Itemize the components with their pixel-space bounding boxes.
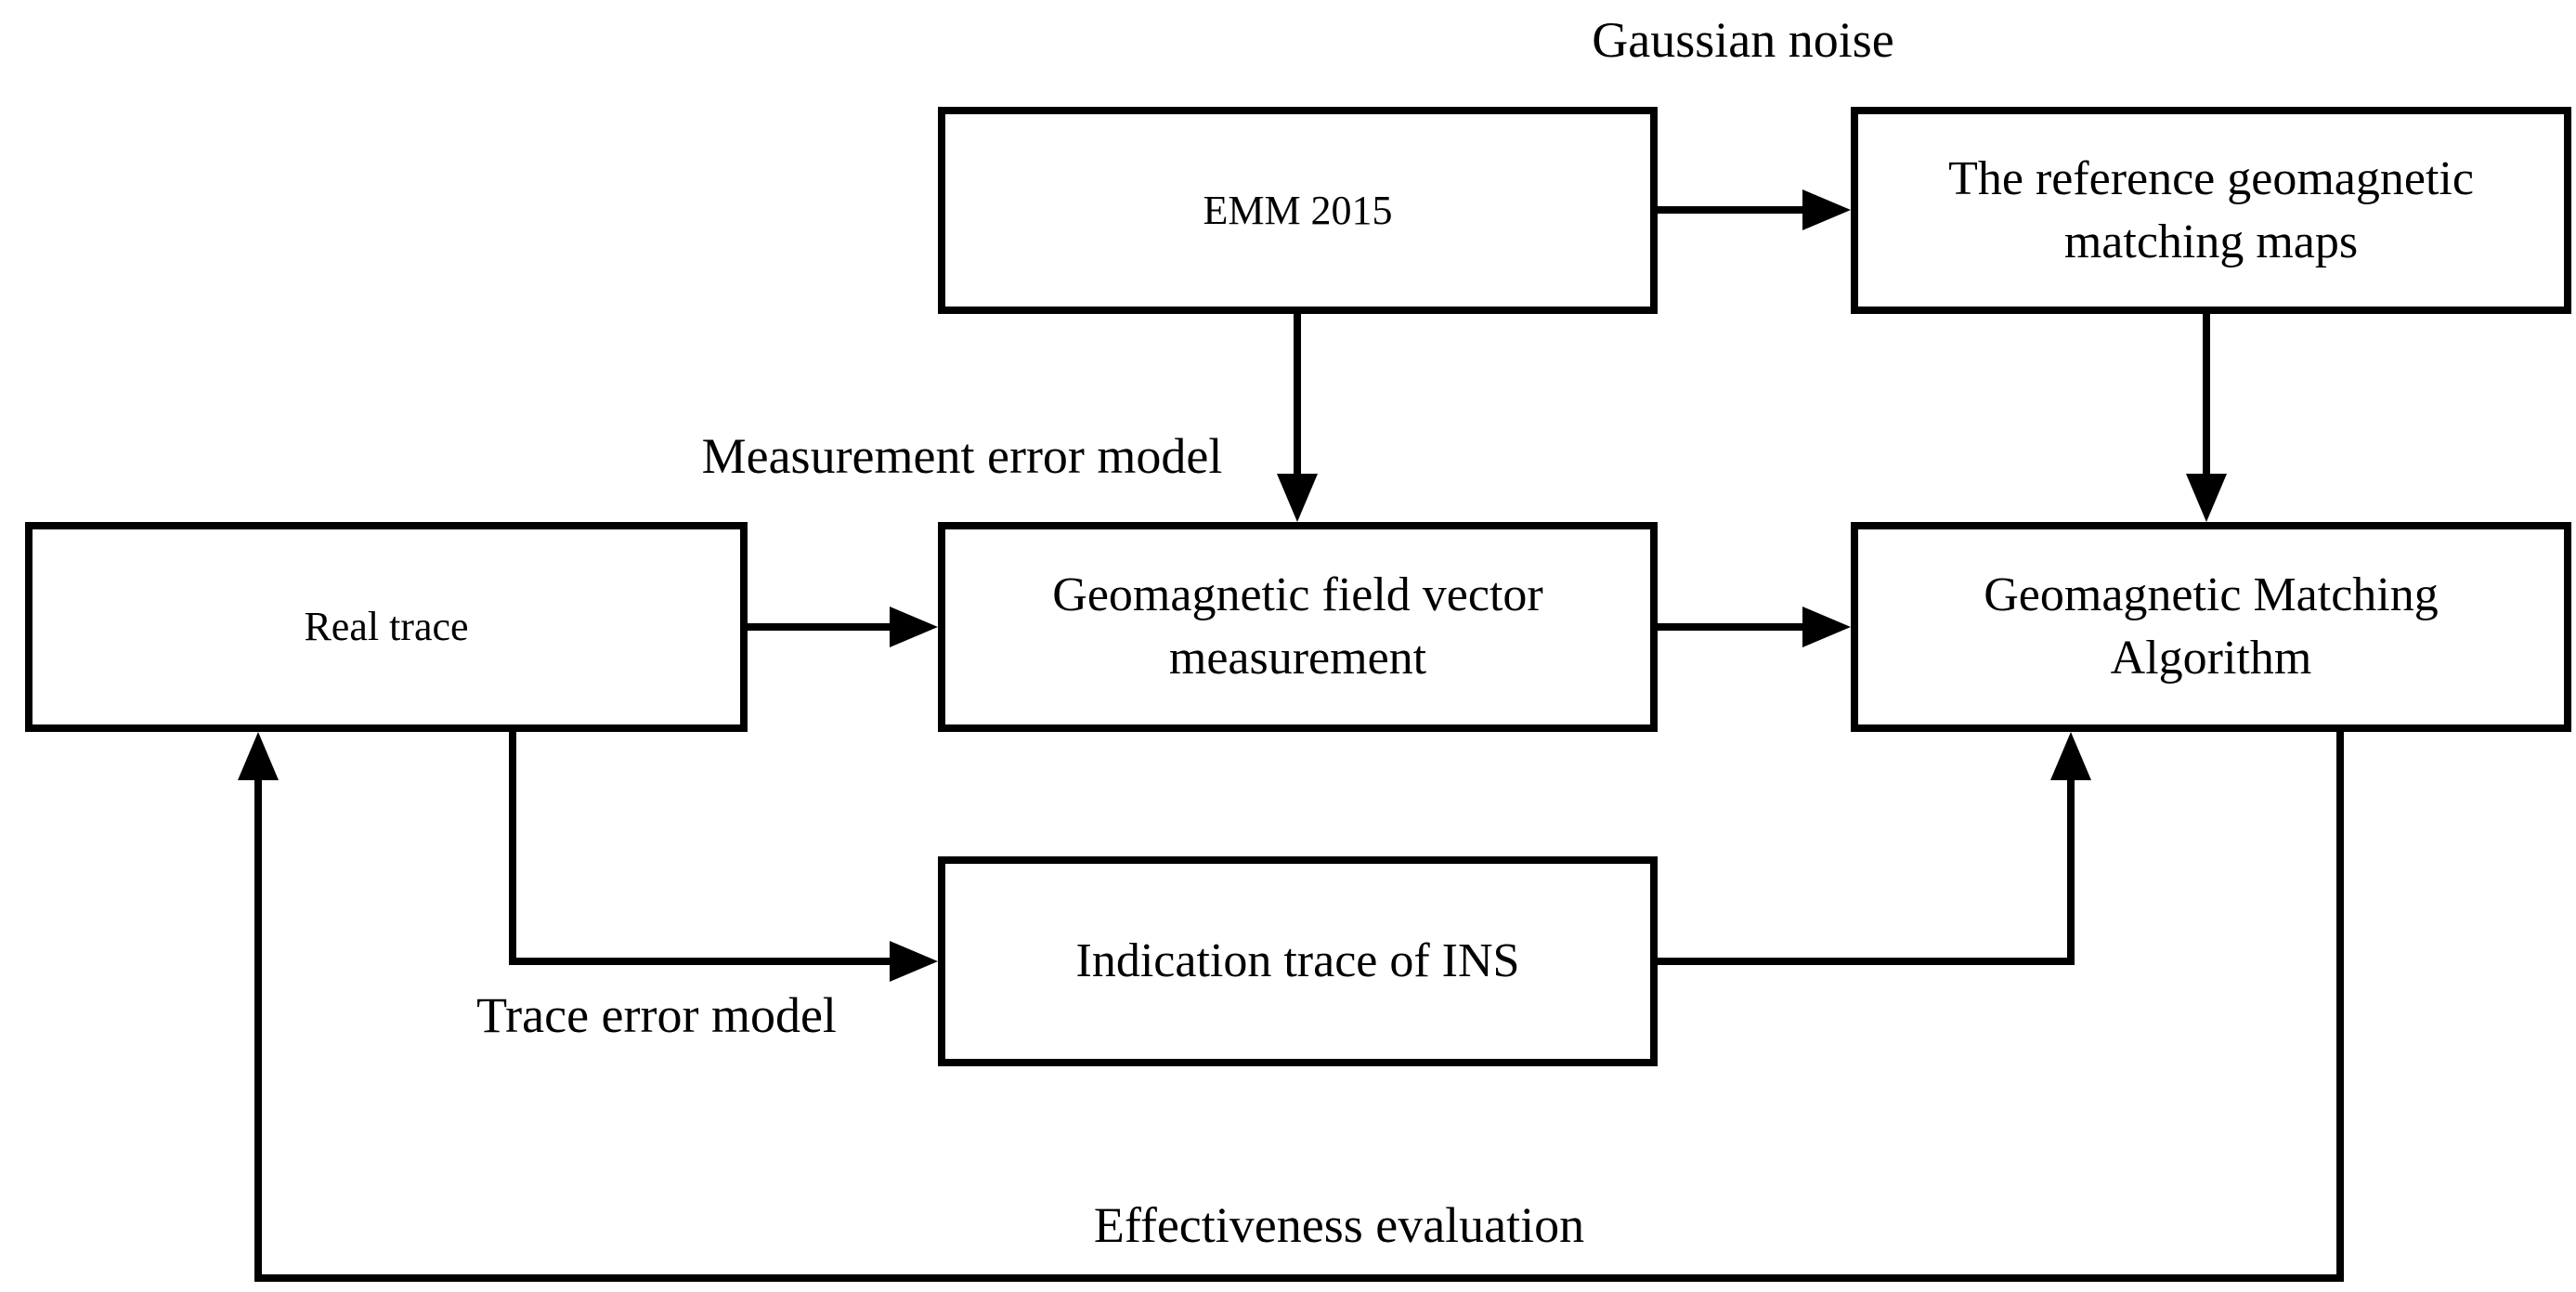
arrow-realtrace-to-instrace (509, 730, 938, 982)
node-reference-geomagnetic-maps: The reference geomagnetic matching maps (1851, 107, 2571, 314)
node-real-trace: Real trace (25, 522, 748, 732)
edge-label-trace-error-model: Trace error model (476, 987, 837, 1043)
arrow-emm-to-fieldmeas (1277, 314, 1318, 522)
node-emm-2015: EMM 2015 (938, 107, 1658, 314)
arrow-fieldmeas-to-algorithm (1658, 607, 1851, 647)
node-indication-trace-of-ins-label: Indication trace of INS (1075, 934, 1520, 987)
node-geomagnetic-matching-algorithm-label: Geomagnetic Matching Algorithm (1984, 568, 2439, 685)
edge-label-measurement-error-model: Measurement error model (701, 428, 1223, 484)
arrow-refmaps-to-algorithm (2186, 314, 2227, 522)
node-geomagnetic-field-vector-measurement: Geomagnetic field vector measurement (938, 522, 1658, 732)
edge-label-gaussian-noise: Gaussian noise (1592, 12, 1894, 68)
arrow-emm-to-refmaps (1658, 189, 1851, 230)
arrow-realtrace-to-fieldmeas (748, 607, 938, 647)
node-reference-geomagnetic-maps-label: The reference geomagnetic matching maps (1948, 151, 2474, 268)
node-geomagnetic-field-vector-measurement-label: Geomagnetic field vector measurement (1052, 568, 1543, 685)
arrow-instrace-to-algorithm (1658, 732, 2091, 965)
edge-label-effectiveness-evaluation: Effectiveness evaluation (1093, 1197, 1585, 1253)
arrow-algorithm-to-realtrace-feedback (238, 730, 2344, 1282)
node-geomagnetic-matching-algorithm: Geomagnetic Matching Algorithm (1851, 522, 2571, 732)
node-real-trace-label: Real trace (304, 604, 469, 649)
node-indication-trace-of-ins: Indication trace of INS (938, 856, 1658, 1066)
node-emm-2015-label: EMM 2015 (1203, 187, 1393, 233)
